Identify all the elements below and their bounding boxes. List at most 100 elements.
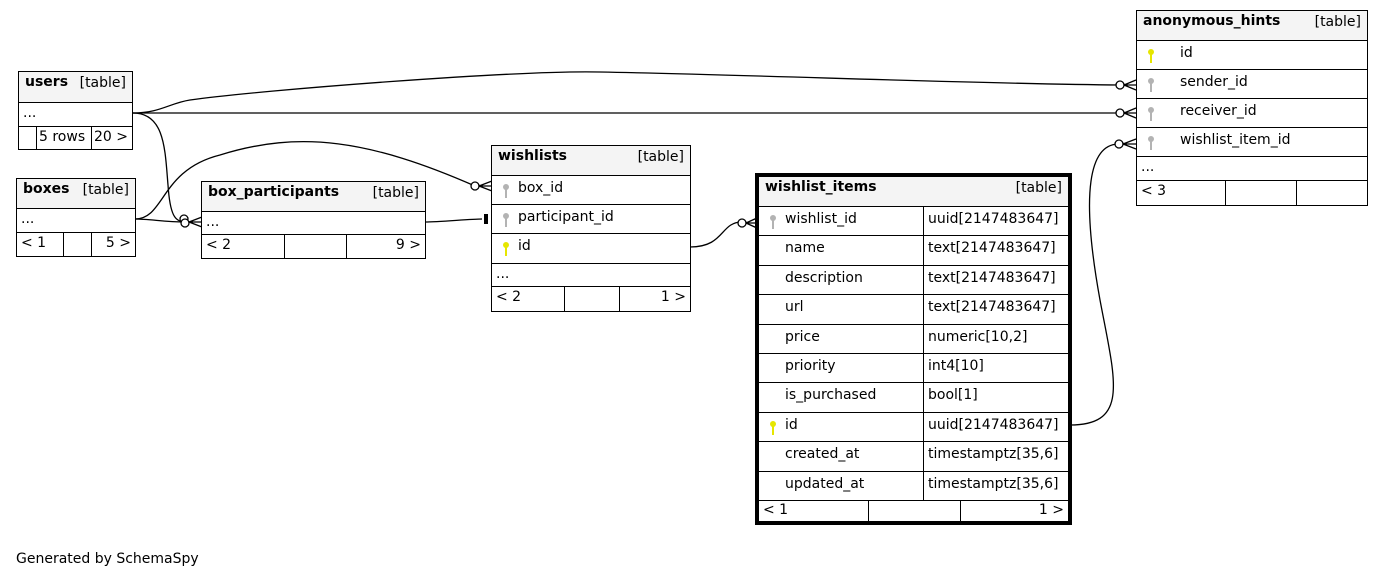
rel-boxes-wishlists (134, 141, 476, 220)
rel-users-anonymous-hints-sender (132, 71, 1121, 114)
foreign-key-icon (503, 213, 509, 227)
rel-end-sender-circle (1115, 80, 1125, 90)
column-label: id (1180, 45, 1193, 61)
table-footer: < 2 9 > (202, 235, 425, 258)
table-footer: < 2 1 > (492, 287, 690, 311)
primary-key-icon (1148, 49, 1154, 63)
footer-rows: 5 rows (39, 129, 86, 145)
column-label: participant_id (518, 209, 614, 225)
footer-parents: < 2 (206, 237, 232, 253)
table-header: boxes [table] (17, 179, 135, 209)
column-type: text[2147483647] (928, 269, 1056, 286)
column-label: ... (496, 266, 510, 282)
column-row: ... (492, 264, 690, 287)
table-header: box_participants [table] (202, 182, 425, 212)
column-label: price (785, 328, 820, 345)
table-name: wishlist_items (765, 179, 877, 195)
footer-parents: < 2 (496, 289, 522, 305)
column-type: int4[10] (928, 357, 984, 374)
table-wishlists[interactable]: wishlists [table] box_id participant_id … (491, 145, 691, 312)
column-row: id (492, 234, 690, 264)
table-boxes[interactable]: boxes [table] ... < 1 5 > (16, 178, 136, 257)
column-row: receiver_id (1137, 99, 1367, 128)
column-row: created_at timestamptz[35,6] (759, 442, 1068, 472)
foreign-key-icon (1148, 107, 1154, 121)
footer-children: 1 > (660, 289, 686, 305)
column-row: id (1137, 41, 1367, 70)
table-header: wishlist_items [table] (759, 177, 1068, 207)
table-box-participants[interactable]: box_participants [table] ... < 2 9 > (201, 181, 426, 259)
column-row: is_purchased bool[1] (759, 383, 1068, 413)
footer-parents: < 1 (763, 501, 789, 518)
column-row: ... (19, 103, 132, 127)
column-row: wishlist_id uuid[2147483647] (759, 207, 1068, 237)
column-type: timestamptz[35,6] (928, 446, 1059, 463)
column-type: uuid[2147483647] (928, 416, 1059, 433)
table-name: boxes (23, 181, 70, 197)
rel-end-receiver-circle (1115, 108, 1125, 118)
column-row: box_id (492, 176, 690, 205)
table-type: [table] (82, 182, 129, 198)
table-type: [table] (372, 185, 419, 201)
column-label: ... (21, 211, 35, 227)
rel-wishlists-wishlist-items (689, 221, 743, 248)
column-label: created_at (785, 446, 860, 463)
column-label: wishlist_id (785, 211, 857, 227)
crow-foot-bp (188, 216, 203, 228)
table-header: users [table] (19, 72, 132, 103)
table-type: [table] (1314, 14, 1361, 30)
column-row: price numeric[10,2] (759, 324, 1068, 354)
column-row: description text[2147483647] (759, 265, 1068, 296)
column-label: is_purchased (785, 387, 877, 404)
column-label: receiver_id (1180, 103, 1257, 119)
table-footer: < 1 1 > (759, 500, 1068, 521)
rel-end-hint-item-circle (1114, 139, 1124, 149)
table-footer: < 1 5 > (17, 233, 135, 256)
rel-users-box-participants (132, 112, 186, 223)
column-type: numeric[10,2] (928, 328, 1028, 345)
foreign-key-icon (1148, 136, 1154, 150)
foreign-key-icon (770, 215, 776, 229)
crow-foot-receiver (1123, 107, 1137, 119)
footer-children: 5 > (105, 235, 131, 251)
column-type: text[2147483647] (928, 299, 1056, 316)
primary-key-icon (770, 420, 776, 435)
column-label: id (785, 416, 798, 433)
column-row: ... (17, 209, 135, 233)
footer-parents: < 3 (1141, 183, 1167, 199)
column-row: participant_id (492, 205, 690, 234)
column-type: uuid[2147483647] (928, 211, 1059, 227)
crow-foot-sender (1123, 79, 1137, 91)
footer-children: 1 > (1038, 501, 1064, 518)
table-wishlist-items[interactable]: wishlist_items [table] wishlist_id uuid[… (755, 173, 1072, 525)
table-footer: 5 rows 20 > (19, 127, 132, 149)
table-users[interactable]: users [table] ... 5 rows 20 > (18, 71, 133, 150)
rel-box-participants-wishlists (424, 218, 483, 223)
table-type: [table] (1015, 180, 1062, 196)
column-row: updated_at timestamptz[35,6] (759, 471, 1068, 501)
column-label: priority (785, 357, 836, 374)
column-row: ... (1137, 157, 1367, 181)
column-row: url text[2147483647] (759, 295, 1068, 325)
column-label: name (785, 240, 825, 257)
footer-children: 20 > (94, 129, 128, 145)
footer-parents: < 1 (21, 235, 47, 251)
footer-children: 9 > (395, 237, 421, 253)
column-row: id uuid[2147483647] (759, 412, 1068, 443)
foreign-key-icon (503, 184, 509, 198)
column-row: sender_id (1137, 70, 1367, 99)
table-anonymous-hints[interactable]: anonymous_hints [table] id sender_id rec… (1136, 10, 1368, 206)
column-label: description (785, 269, 863, 286)
column-label: wishlist_item_id (1180, 132, 1291, 148)
table-name: users (25, 74, 69, 90)
table-type: [table] (79, 75, 126, 91)
crow-foot-hint-item (1122, 138, 1137, 150)
column-label: sender_id (1180, 74, 1248, 90)
column-row: wishlist_item_id (1137, 128, 1367, 157)
column-row: name text[2147483647] (759, 236, 1068, 266)
rel-end-bp-circle-b (180, 218, 190, 228)
column-label: box_id (518, 180, 564, 196)
column-label: updated_at (785, 475, 865, 492)
generator-note: Generated by SchemaSpy (16, 551, 199, 567)
